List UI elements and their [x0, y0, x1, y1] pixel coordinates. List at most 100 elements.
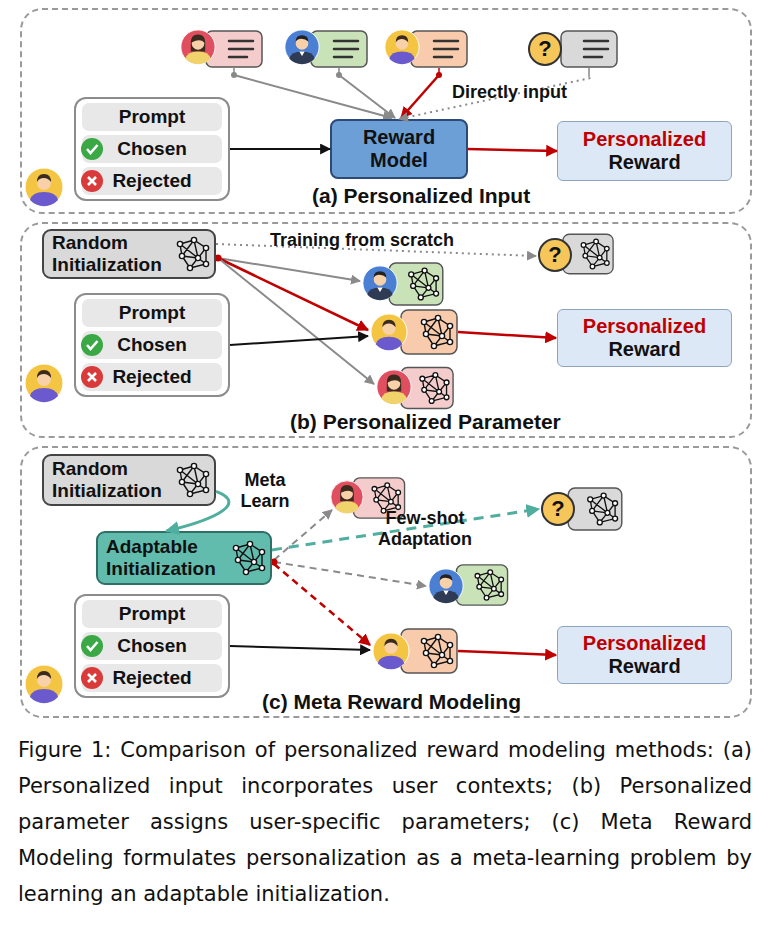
check-icon-part	[81, 138, 103, 160]
cross-icon-part	[81, 667, 103, 689]
panel-frame: (c) Meta Reward Modeling Random Initializ…	[20, 446, 752, 718]
input-arrow	[230, 646, 370, 650]
user-avatar	[371, 314, 407, 350]
user-avatar	[377, 370, 411, 404]
user-avatar	[25, 364, 63, 402]
cross-icon-part	[88, 373, 96, 381]
check-icon	[81, 138, 103, 657]
adapt-line	[274, 562, 426, 586]
param-block	[568, 488, 622, 530]
panel-b-users	[215, 234, 614, 408]
doc-stem	[438, 68, 440, 75]
context-line	[339, 75, 395, 118]
check-icon-part	[81, 635, 103, 657]
cross-icon-part	[88, 674, 96, 682]
panel-title: (b) Personalized Parameter	[290, 410, 561, 434]
panel-title: (c) Meta Reward Modeling	[262, 690, 521, 714]
adapt-line	[274, 510, 332, 560]
user-avatar	[429, 569, 463, 603]
connector	[166, 491, 228, 531]
question-mark: ?	[541, 492, 575, 526]
connector	[230, 148, 330, 150]
context-line	[234, 75, 392, 118]
reward-model-box: Reward Model	[330, 119, 468, 179]
param-block	[389, 263, 443, 305]
user-profile-doc	[311, 31, 367, 67]
pair-item: Chosen	[82, 632, 222, 660]
output-arrow	[458, 332, 556, 338]
unknown-user-icon: ?	[539, 486, 627, 532]
network-icon	[177, 463, 208, 496]
user-profile-doc	[561, 31, 617, 67]
user-avatar	[385, 30, 419, 64]
pair-item: Chosen	[82, 135, 222, 163]
user-avatar	[181, 30, 215, 64]
network-icon	[233, 541, 264, 574]
question-mark: ?	[528, 32, 562, 66]
question-mark: ?	[538, 238, 572, 272]
box-label: Random Initialization	[52, 458, 177, 502]
check-icon-part	[87, 642, 98, 650]
box-label: Random Initialization	[52, 232, 177, 276]
user-avatar	[373, 633, 409, 669]
edge-label: Training from scratch	[270, 230, 490, 251]
box-label: Adaptable Initialization	[106, 536, 231, 580]
network-icon	[177, 237, 208, 270]
prompt-box: PromptChosenRejected	[74, 97, 230, 201]
pair-item: Rejected	[82, 167, 222, 195]
edge-label: Directly input	[452, 82, 592, 103]
panel-frame: (b) Personalized Parameter Random Initial…	[20, 222, 752, 438]
check-icon-part	[87, 341, 98, 349]
param-block	[456, 565, 507, 605]
pair-item: Rejected	[82, 664, 222, 692]
adaptable-init-box: Adaptable Initialization	[96, 531, 272, 585]
cross-icon	[81, 170, 103, 689]
init-box: Random Initialization	[42, 454, 216, 506]
check-icon-part	[87, 145, 98, 153]
param-block	[401, 368, 453, 409]
init-line	[218, 258, 374, 384]
cross-icon-part	[81, 366, 103, 388]
panel-frame: (a) Personalized Input? PromptChosenRejec…	[20, 8, 752, 214]
user-avatar	[331, 481, 363, 513]
figure-caption: Figure 1: Comparison of personalized rew…	[18, 732, 752, 912]
prompt-box: PromptChosenRejected	[74, 594, 230, 698]
reward-output-box: Personalized Reward	[557, 309, 732, 367]
unknown-user-icon: ?	[536, 230, 616, 280]
pair-item: Chosen	[82, 331, 222, 359]
pair-item: Prompt	[82, 103, 222, 131]
stem-dot	[336, 72, 342, 78]
param-block	[401, 310, 457, 354]
check-icon-part	[81, 334, 103, 356]
user-profile-doc	[206, 31, 262, 67]
user-avatar	[25, 665, 63, 703]
prompt-box: PromptChosenRejected	[74, 293, 230, 397]
panel-a-users	[181, 30, 617, 118]
reward-output-box: Personalized Reward	[557, 626, 732, 684]
pair-item: Rejected	[82, 363, 222, 391]
init-box: Random Initialization	[42, 229, 216, 279]
panel-title: (a) Personalized Input	[312, 184, 530, 208]
pair-item: Prompt	[82, 299, 222, 327]
connector	[468, 149, 557, 151]
context-line	[401, 75, 439, 118]
stem-dot	[231, 72, 237, 78]
reward-output-box: Personalized Reward	[557, 121, 732, 181]
pair-item: Prompt	[82, 600, 222, 628]
user-avatar	[25, 168, 63, 206]
user-avatar	[285, 30, 319, 64]
unknown-user-icon: ?	[526, 28, 618, 78]
stem-dot	[436, 72, 442, 78]
connector	[272, 509, 539, 550]
input-arrow	[230, 336, 368, 345]
cross-icon-part	[88, 177, 96, 185]
box-label: Personalized Reward	[570, 128, 720, 174]
adapt-line	[274, 564, 370, 645]
init-line	[218, 258, 368, 330]
edge-label: Meta Learn	[234, 470, 296, 512]
edge-label: Few-shot Adaptation	[366, 508, 484, 550]
box-label: Personalized Reward	[570, 315, 720, 361]
param-block	[401, 629, 457, 673]
box-label: Personalized Reward	[570, 632, 720, 678]
